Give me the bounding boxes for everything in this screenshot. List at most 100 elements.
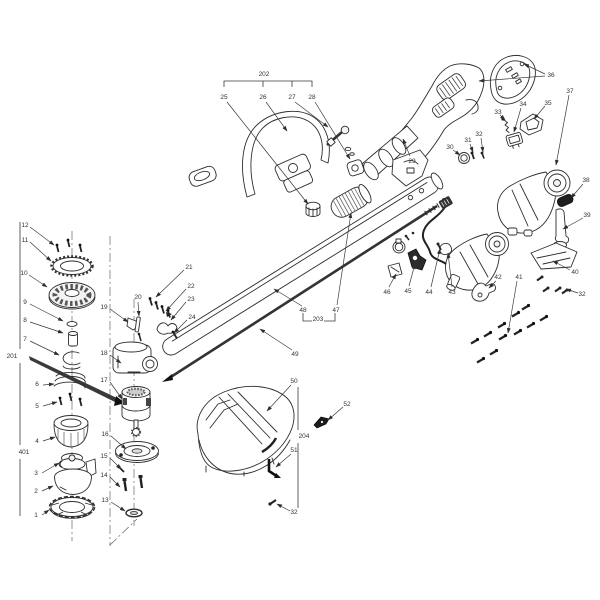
- mount-flange: [116, 442, 159, 463]
- part-label-201: 201: [7, 353, 18, 360]
- leader-line-25: [227, 102, 309, 205]
- leader-line-22: [165, 289, 186, 312]
- retainer-clip: [63, 352, 80, 369]
- leader-line-42: [488, 281, 496, 289]
- part-label-43: 43: [448, 289, 456, 296]
- switch-block: [506, 132, 524, 150]
- part-label-401: 401: [19, 449, 30, 456]
- side-bracket: [554, 209, 569, 249]
- handle-nut: [346, 159, 365, 177]
- leader-line-31: [469, 144, 473, 153]
- motor-assembly-upper: [498, 170, 571, 236]
- group-203-bracket: [303, 313, 335, 321]
- part-label-36: 36: [547, 72, 555, 79]
- spring-coil: [54, 372, 85, 388]
- drive-pin: [69, 332, 78, 347]
- guard-screw: [268, 500, 276, 506]
- part-label-17: 17: [100, 377, 108, 384]
- part-label-18: 18: [100, 350, 108, 357]
- part-label-19: 19: [100, 304, 108, 311]
- leader-line-39: [478, 76, 545, 83]
- leader-line-35: [533, 106, 545, 120]
- part-label-46: 46: [383, 289, 391, 296]
- leader-line-32: [276, 504, 290, 511]
- leader-line-38: [570, 184, 583, 199]
- spool-head-parts: [49, 238, 97, 519]
- part-label-10: 10: [20, 270, 28, 277]
- trigger-housing: [392, 150, 428, 186]
- screw-set: [471, 303, 549, 363]
- leader-line-52: [327, 407, 343, 421]
- leader-line-27: [295, 102, 329, 128]
- part-label-48: 48: [299, 307, 307, 314]
- leader-line-46: [389, 273, 396, 287]
- rear-housing: [361, 64, 484, 186]
- leader-line-44: [431, 248, 441, 287]
- part-label-5: 5: [35, 403, 39, 410]
- handle-knob: [306, 202, 320, 216]
- part-label-11: 11: [22, 237, 29, 244]
- part-label-6: 6: [35, 381, 39, 388]
- leader-line-51: [275, 454, 291, 468]
- leader-line-40: [552, 261, 570, 270]
- mount-screws: [537, 275, 569, 294]
- shaft-tube: [159, 171, 445, 358]
- leader-line-9: [30, 304, 64, 321]
- fan-rotor: [49, 283, 95, 310]
- part-label-30: 30: [446, 144, 454, 151]
- part-label-1: 1: [34, 512, 38, 519]
- part-label-29: 29: [408, 158, 416, 165]
- part-label-37: 37: [566, 88, 574, 95]
- leader-line-19: [110, 309, 129, 323]
- washer: [67, 322, 77, 327]
- lock-tab: [166, 312, 172, 317]
- leader-line-39: [562, 218, 583, 229]
- leader-line-26: [266, 102, 288, 132]
- leader-line-12: [30, 227, 55, 246]
- vent-panel: [435, 72, 468, 102]
- group-202-bracket: [224, 81, 312, 87]
- lever-bracket: [408, 249, 426, 270]
- leader-line-37: [554, 95, 569, 166]
- leader-line-23: [170, 302, 186, 321]
- part-label-8: 8: [23, 317, 27, 324]
- leader-line-33: [500, 115, 506, 121]
- flange-bolts: [122, 475, 143, 491]
- part-label-202: 202: [259, 71, 270, 78]
- guard: [197, 386, 294, 476]
- leader-line-32: [480, 138, 485, 153]
- part-label-25: 25: [220, 94, 228, 101]
- part-label-14: 14: [100, 472, 108, 479]
- spool-cup: [54, 416, 88, 448]
- part-label-9: 9: [23, 299, 27, 306]
- spool-housing: [55, 459, 97, 495]
- part-label-2: 2: [34, 488, 38, 495]
- part-label-52: 52: [343, 401, 351, 408]
- leader-line-4: [43, 437, 56, 441]
- leader-line-29: [403, 138, 410, 156]
- foam-grip: [328, 183, 374, 221]
- vent-panel-2: [431, 96, 456, 118]
- drive-cable-pin: [29, 356, 125, 406]
- leader-line-21: [155, 270, 184, 298]
- leader-line-45: [409, 263, 416, 286]
- part-label-32: 32: [290, 509, 298, 516]
- handle-bolt: [327, 126, 354, 155]
- leader-line-47: [337, 212, 353, 305]
- callout-layer: 1211109872016544013211918171615141320212…: [7, 64, 591, 519]
- part-label-35: 35: [544, 100, 552, 107]
- part-label-45: 45: [404, 288, 412, 295]
- cover-screws: [55, 238, 82, 252]
- part-label-28: 28: [308, 94, 316, 101]
- hanger-hook: [472, 283, 496, 301]
- leader-line-18: [110, 355, 122, 364]
- leader-line-14: [110, 477, 121, 488]
- leader-line-41: [506, 281, 517, 334]
- leader-line-17: [110, 382, 123, 400]
- leader-line-5: [43, 401, 58, 406]
- part-label-13: 13: [101, 497, 109, 504]
- leader-line-10: [29, 275, 48, 288]
- part-label-20: 20: [134, 294, 142, 301]
